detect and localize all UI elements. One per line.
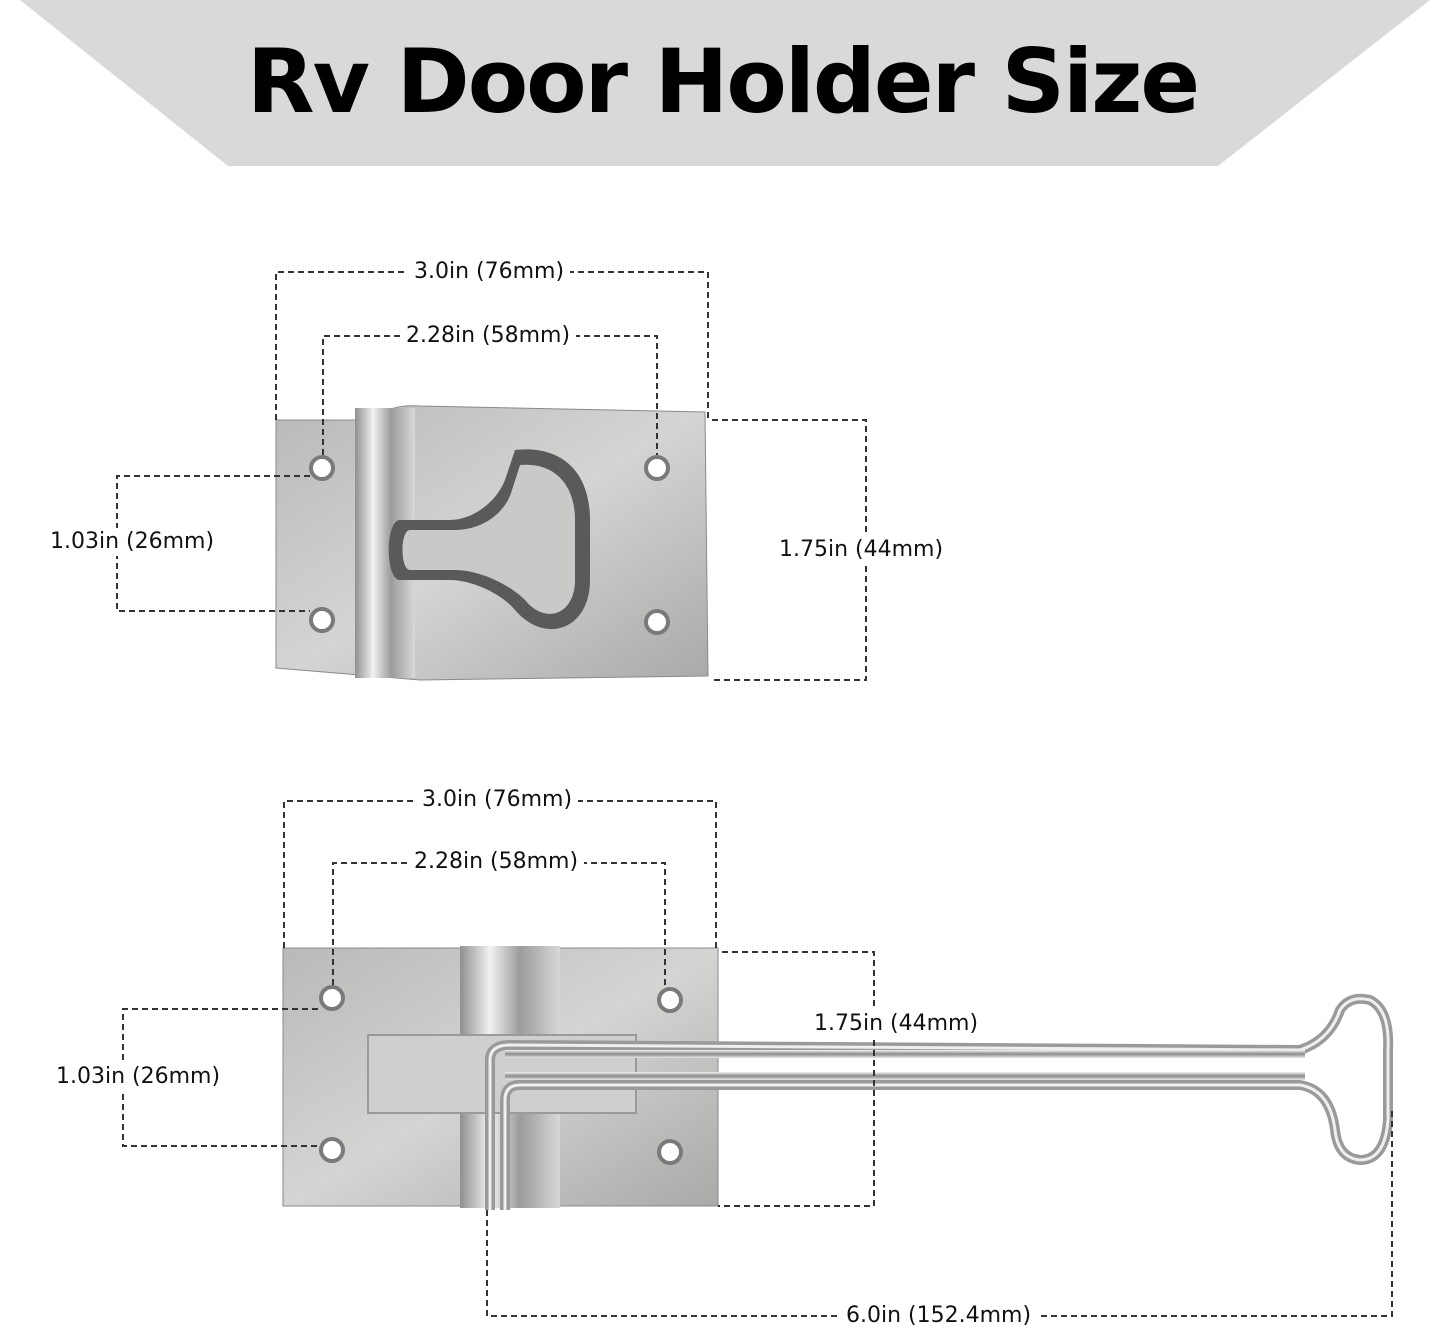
bottom-hole-spacing-height-label: 1.03in (26mm) <box>50 1063 227 1091</box>
bottom-hole-tl <box>319 985 345 1011</box>
bottom-height-label: 1.75in (44mm) <box>808 1010 985 1038</box>
top-hole-br <box>644 609 670 635</box>
hook-length-label: 6.0in (152.4mm) <box>840 1302 1038 1330</box>
hook-rod <box>485 993 1394 1210</box>
bottom-hole-bl <box>319 1137 345 1163</box>
bottom-width-label: 3.0in (76mm) <box>416 786 579 814</box>
top-hole-spacing-height-label: 1.03in (26mm) <box>44 528 221 556</box>
top-hole-bl <box>309 607 335 633</box>
bottom-hole-spacing-width-label: 2.28in (58mm) <box>408 848 585 876</box>
top-width-label: 3.0in (76mm) <box>408 258 571 286</box>
top-hole-tl <box>309 455 335 481</box>
top-hole-spacing-width-label: 2.28in (58mm) <box>400 322 577 350</box>
top-height-label: 1.75in (44mm) <box>773 536 950 564</box>
top-hole-tr <box>644 455 670 481</box>
top-part-plate <box>275 405 709 681</box>
bottom-hole-tr <box>657 987 683 1013</box>
title-banner <box>20 0 1430 166</box>
bottom-hole-br <box>657 1139 683 1165</box>
page-title: Rv Door Holder Size <box>246 30 1200 133</box>
